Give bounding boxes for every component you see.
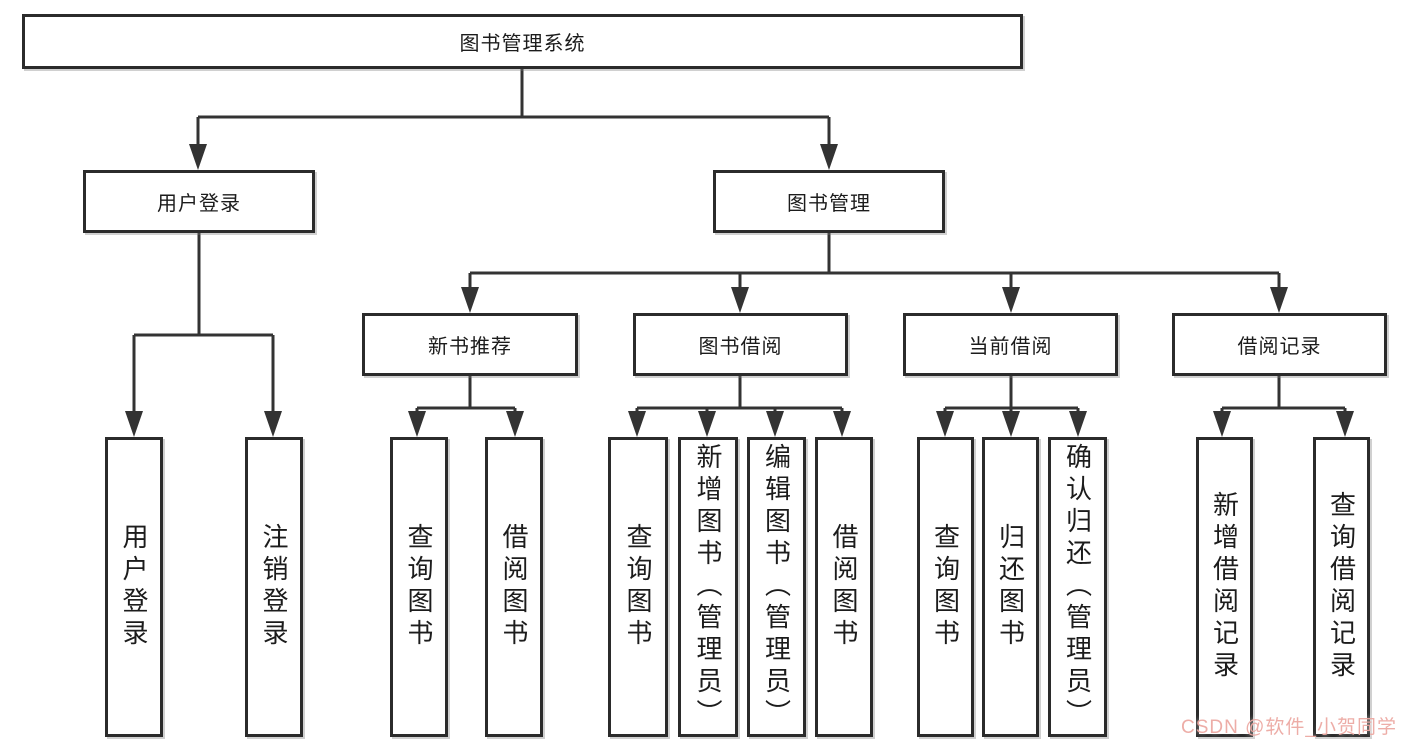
node-book-borrow: 图书借阅 [633,313,848,376]
node-label: 查询图书 [404,523,434,651]
node-label: 确认归还（管理员） [1062,443,1093,731]
node-label: 注销登录 [259,523,289,651]
leaf-return-book: 归还图书 [982,437,1039,737]
node-label: 借阅图书 [499,523,529,651]
node-current-borrow: 当前借阅 [903,313,1118,376]
node-root: 图书管理系统 [22,14,1023,69]
node-new-book-recommend: 新书推荐 [362,313,578,376]
leaf-add-book-admin: 新增图书（管理员） [678,437,738,737]
node-label: 归还图书 [995,523,1026,651]
node-label: 新增图书（管理员） [693,443,723,731]
leaf-query-books-current: 查询图书 [917,437,974,737]
node-label: 图书管理 [787,193,871,215]
node-label: 新书推荐 [428,336,512,358]
leaf-borrow-books-recommend: 借阅图书 [485,437,543,737]
node-label: 查询借阅记录 [1326,491,1357,683]
node-label: 编辑图书（管理员） [761,443,792,731]
leaf-query-books-borrow: 查询图书 [608,437,668,737]
leaf-edit-book-admin: 编辑图书（管理员） [747,437,806,737]
node-label: 查询图书 [930,523,961,651]
node-borrow-records: 借阅记录 [1172,313,1387,376]
node-label: 当前借阅 [968,336,1053,358]
leaf-user-login: 用户登录 [105,437,163,737]
node-label: 查询图书 [623,523,653,651]
node-label: 借阅图书 [829,523,859,651]
node-label: 用户登录 [157,193,241,215]
node-book-management: 图书管理 [713,170,945,233]
csdn-watermark: CSDN @软件_小贺同学 [1181,717,1397,738]
node-label: 图书管理系统 [459,33,586,55]
node-label: 用户登录 [119,523,149,651]
node-label: 新增借阅记录 [1209,491,1240,683]
leaf-query-borrow-record: 查询借阅记录 [1313,437,1370,737]
node-label: 借阅记录 [1237,336,1322,358]
leaf-add-borrow-record: 新增借阅记录 [1196,437,1253,737]
leaf-confirm-return-admin: 确认归还（管理员） [1048,437,1107,737]
node-label: 图书借阅 [698,336,783,358]
node-user-login: 用户登录 [83,170,315,233]
leaf-logout: 注销登录 [245,437,303,737]
leaf-borrow-books: 借阅图书 [815,437,873,737]
arrowheads [125,144,1354,437]
leaf-query-books-recommend: 查询图书 [390,437,448,737]
